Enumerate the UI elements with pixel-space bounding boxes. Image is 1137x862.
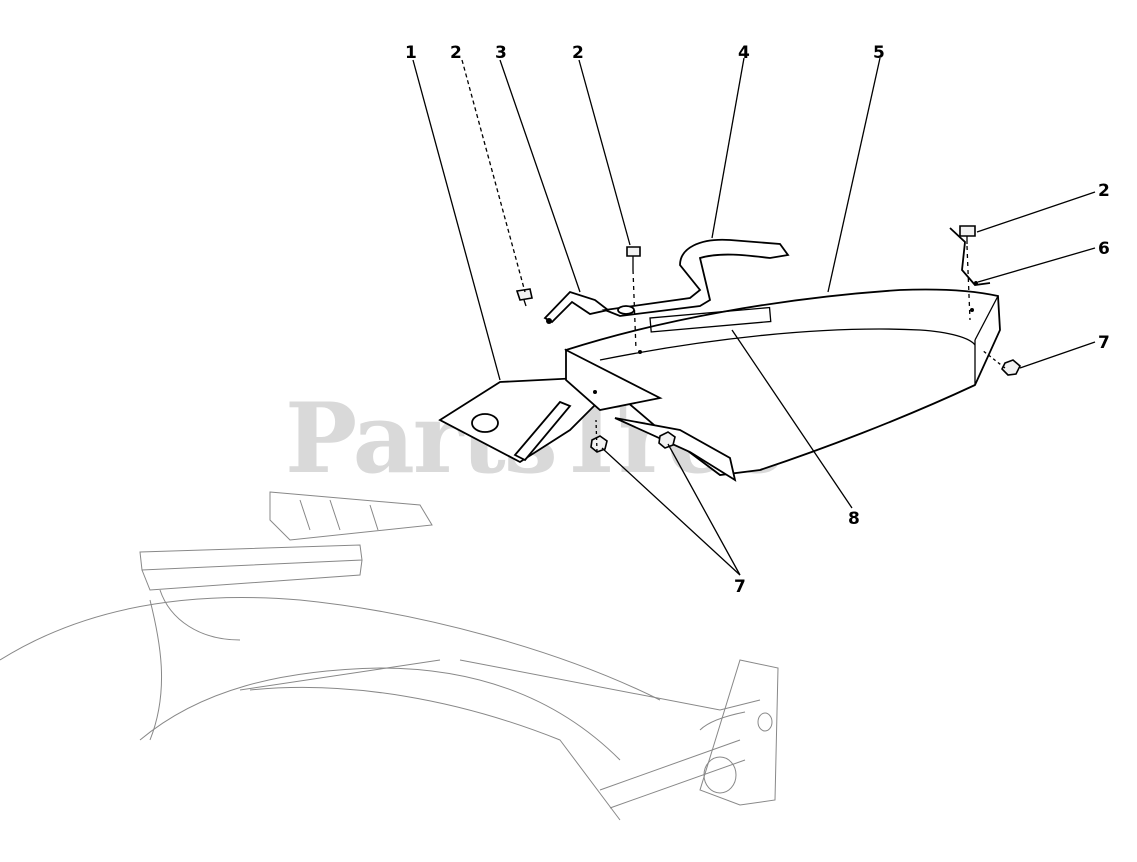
nut-lower-center	[658, 431, 676, 449]
rear-bracket	[699, 659, 779, 806]
mower-body-outline	[0, 597, 761, 821]
deflector-plate	[438, 348, 737, 482]
callout-7-bottom: 7	[734, 577, 746, 597]
callout-8: 8	[848, 509, 860, 529]
callout-1: 1	[405, 43, 417, 63]
retaining-clip	[949, 227, 991, 286]
nut-right	[1001, 359, 1021, 376]
leader-lines	[412, 57, 1096, 576]
callout-6: 6	[1098, 239, 1110, 259]
callout-2-left: 2	[450, 43, 462, 63]
callout-3: 3	[495, 43, 507, 63]
bolt-center	[626, 246, 641, 270]
handle-mount-assembly	[139, 491, 433, 641]
callout-2-right: 2	[1098, 181, 1110, 201]
bolt-left	[515, 288, 533, 307]
nut-lower-left	[590, 435, 608, 453]
callout-2-center: 2	[572, 43, 584, 63]
callout-4: 4	[738, 43, 750, 63]
callout-5: 5	[873, 43, 885, 63]
bolt-right	[959, 225, 976, 244]
mounting-bracket	[543, 290, 611, 324]
chute-handle	[601, 238, 790, 317]
callout-7-right: 7	[1098, 333, 1110, 353]
